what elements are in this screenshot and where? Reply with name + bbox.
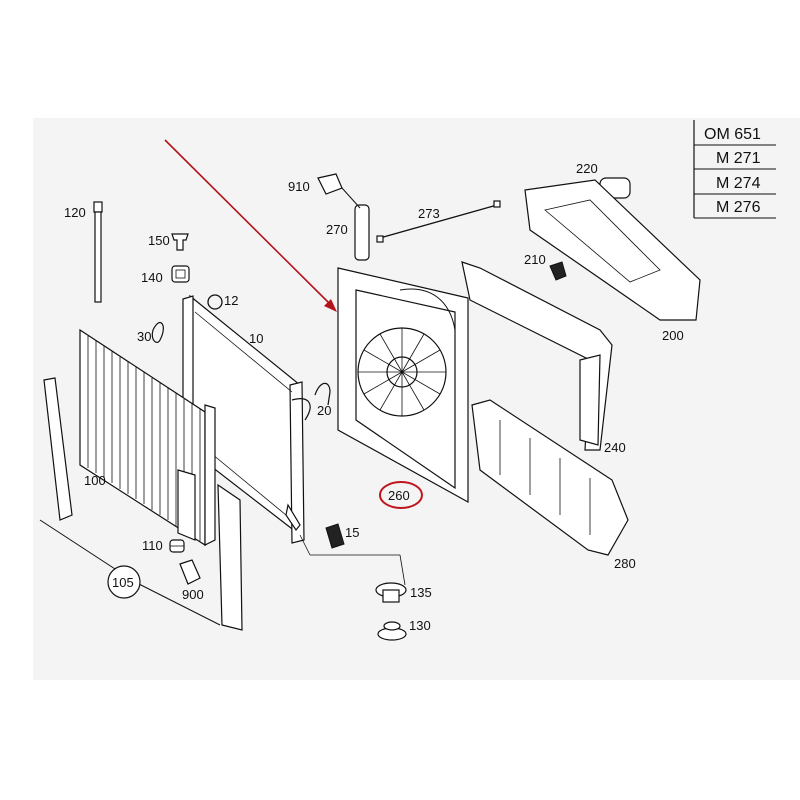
part-150-clip [171, 233, 189, 251]
label-260: 260 [388, 488, 410, 503]
part-20-clip [314, 382, 331, 406]
label-200: 200 [662, 328, 684, 343]
label-12: 12 [224, 293, 238, 308]
label-270: 270 [326, 222, 348, 237]
label-120: 120 [64, 205, 86, 220]
part-30-clip [151, 322, 164, 343]
label-273: 273 [418, 206, 440, 221]
engine-code-1: OM 651 [704, 126, 761, 143]
part-910-connector [317, 173, 343, 195]
highlight-260 [379, 481, 423, 509]
label-10: 10 [249, 331, 263, 346]
part-273-cable [376, 200, 501, 243]
label-210: 210 [524, 252, 546, 267]
part-260-fan-shroud [337, 267, 469, 504]
label-280: 280 [614, 556, 636, 571]
part-100-condenser [79, 328, 216, 547]
label-30: 30 [137, 329, 151, 344]
part-210-clip [549, 261, 567, 281]
callout-105-lines [39, 519, 221, 626]
part-12-o-ring [207, 294, 223, 310]
engine-code-table: OM 651 M 271 M 274 M 276 [693, 120, 776, 219]
label-110: 110 [142, 538, 163, 553]
part-900-bracket [179, 559, 201, 585]
label-135: 135 [410, 585, 432, 600]
label-20: 20 [317, 403, 331, 418]
engine-code-4: M 276 [716, 199, 761, 216]
engine-code-3: M 274 [716, 175, 761, 192]
label-900: 900 [182, 587, 204, 602]
part-200-crossmember [524, 179, 701, 321]
label-220: 220 [576, 161, 598, 176]
engine-code-2: M 271 [716, 150, 761, 167]
label-130: 130 [409, 618, 431, 633]
label-100: 100 [84, 473, 106, 488]
label-105: 105 [112, 575, 134, 590]
label-15: 15 [345, 525, 359, 540]
pointer-arrow [164, 139, 337, 312]
part-140-mount [171, 265, 190, 283]
part-135-mount [375, 582, 407, 603]
part-240-frame [461, 261, 613, 451]
part-15-bracket [325, 523, 345, 549]
label-150: 150 [148, 233, 170, 248]
label-140: 140 [141, 270, 163, 285]
label-910: 910 [288, 179, 310, 194]
side-panel-left [43, 377, 243, 631]
label-240: 240 [604, 440, 626, 455]
part-270-sensor [341, 187, 370, 261]
part-110-sensor [169, 539, 185, 553]
part-130-bushing [377, 621, 407, 641]
part-120-rod [93, 201, 103, 303]
part-280-air-duct [471, 399, 629, 556]
